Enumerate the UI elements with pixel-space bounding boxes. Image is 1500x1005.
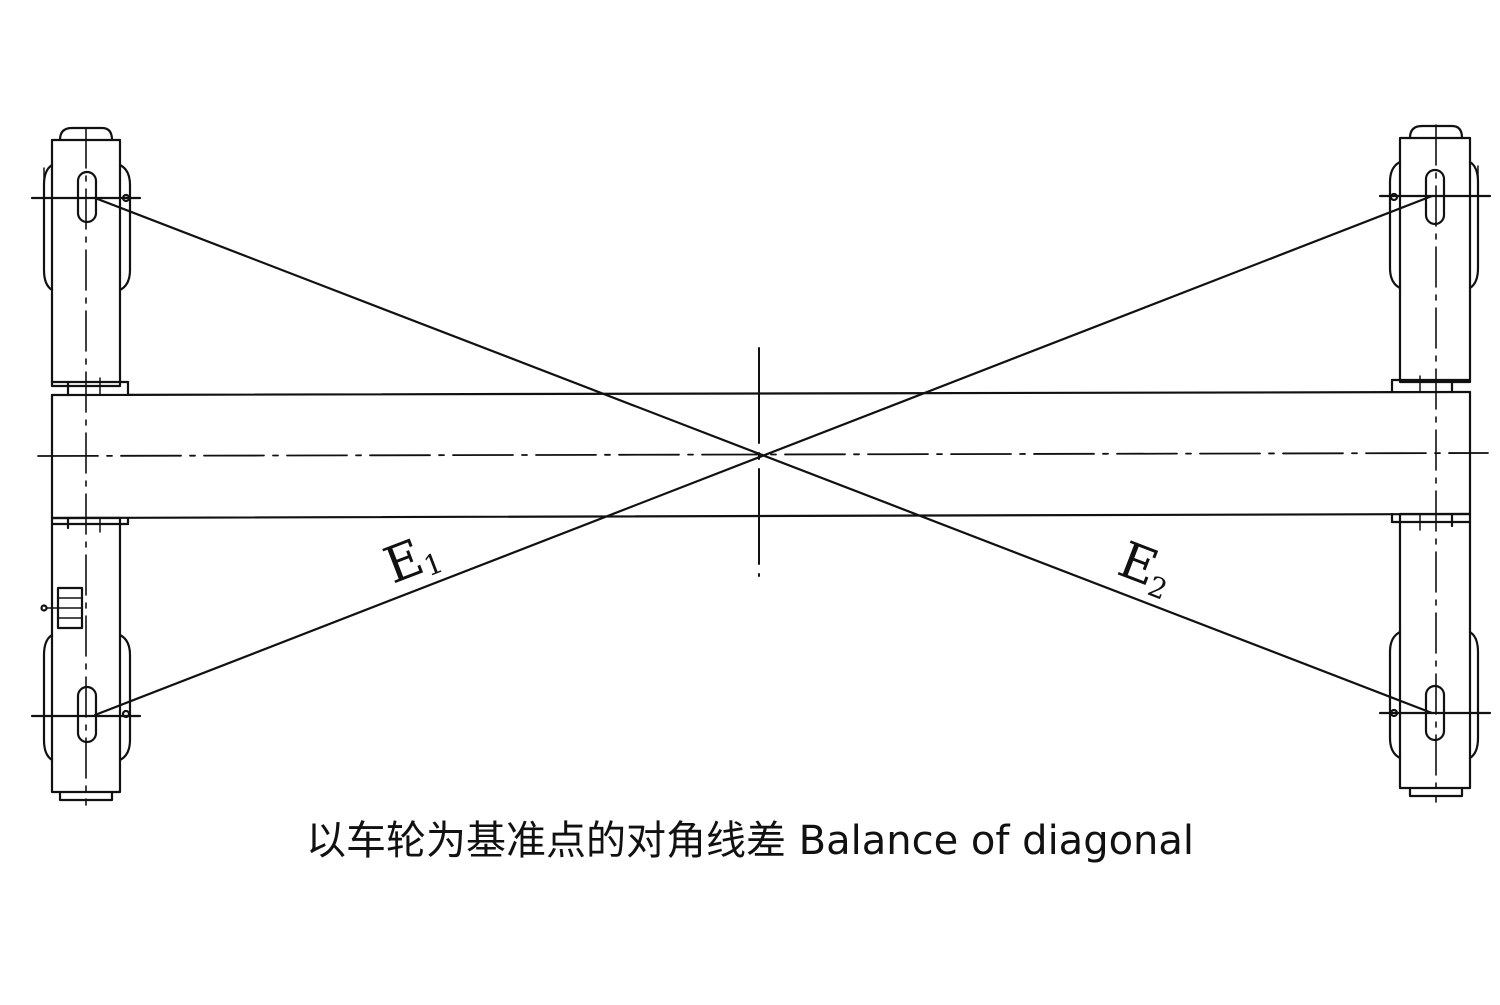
horizontal-centerline <box>37 452 1489 457</box>
right-end-carriage <box>1378 124 1492 803</box>
diagonals <box>93 194 1434 717</box>
left-upper-wheel <box>30 126 142 397</box>
left-lower-wheel <box>30 516 142 802</box>
label-e1: E 1 <box>376 528 447 595</box>
diagonal-e1 <box>93 194 1434 717</box>
diagram-caption: 以车轮为基准点的对角线差 Balance of diagonal <box>305 818 1195 864</box>
right-upper-wheel <box>1378 124 1492 394</box>
right-lower-wheel <box>1378 512 1492 798</box>
left-end-carriage <box>30 126 142 806</box>
label-e2: E 2 <box>1111 530 1172 606</box>
